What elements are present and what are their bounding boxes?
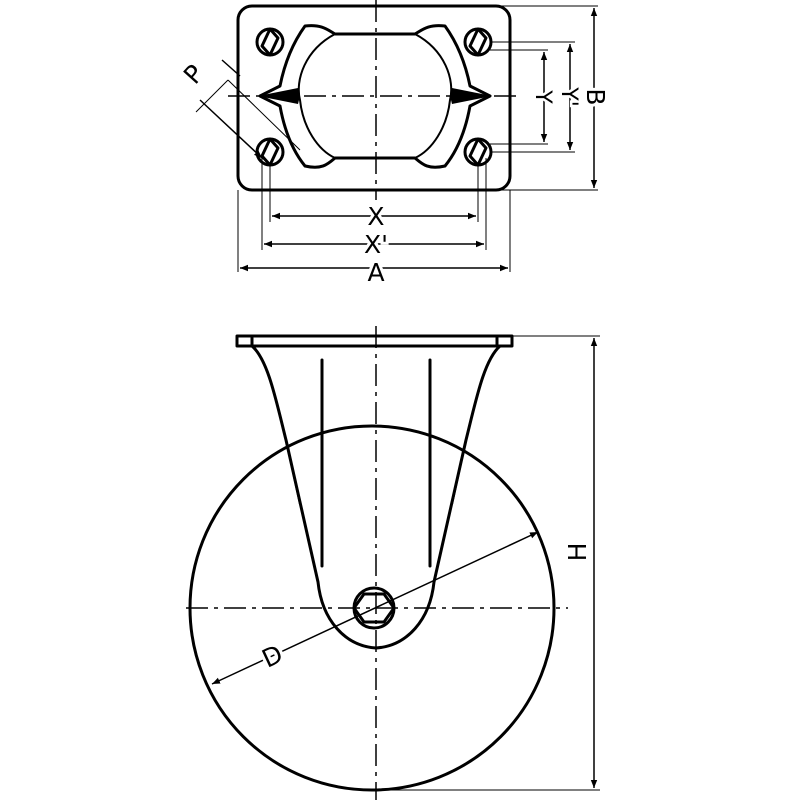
label-y-prime: Y' (556, 86, 581, 107)
label-y: Y (530, 89, 555, 104)
bracket-inner-curve (297, 33, 453, 159)
label-b: B (581, 88, 610, 105)
mounting-plate-outline (236, 4, 512, 192)
top-dimensions: X X' A Y Y' B P (175, 5, 613, 290)
top-plate-view (228, 0, 520, 200)
label-h: H (563, 543, 592, 562)
label-d: D (258, 639, 288, 673)
label-x-prime: X' (364, 230, 388, 259)
bolt-hole-bottom-right (463, 137, 493, 167)
bolt-hole-top-right (463, 27, 493, 57)
label-p: P (178, 59, 210, 90)
side-dimensions: H D (211, 335, 600, 791)
dimension-d (211, 531, 539, 685)
top-plate-side (235, 334, 514, 348)
bolt-hole-top-left (255, 27, 285, 57)
label-a: A (367, 258, 384, 287)
bracket-outline (258, 24, 492, 169)
label-x: X (367, 202, 384, 231)
dimension-p (199, 99, 263, 159)
side-view (186, 326, 568, 800)
bolt-hole-bottom-left (255, 137, 285, 167)
